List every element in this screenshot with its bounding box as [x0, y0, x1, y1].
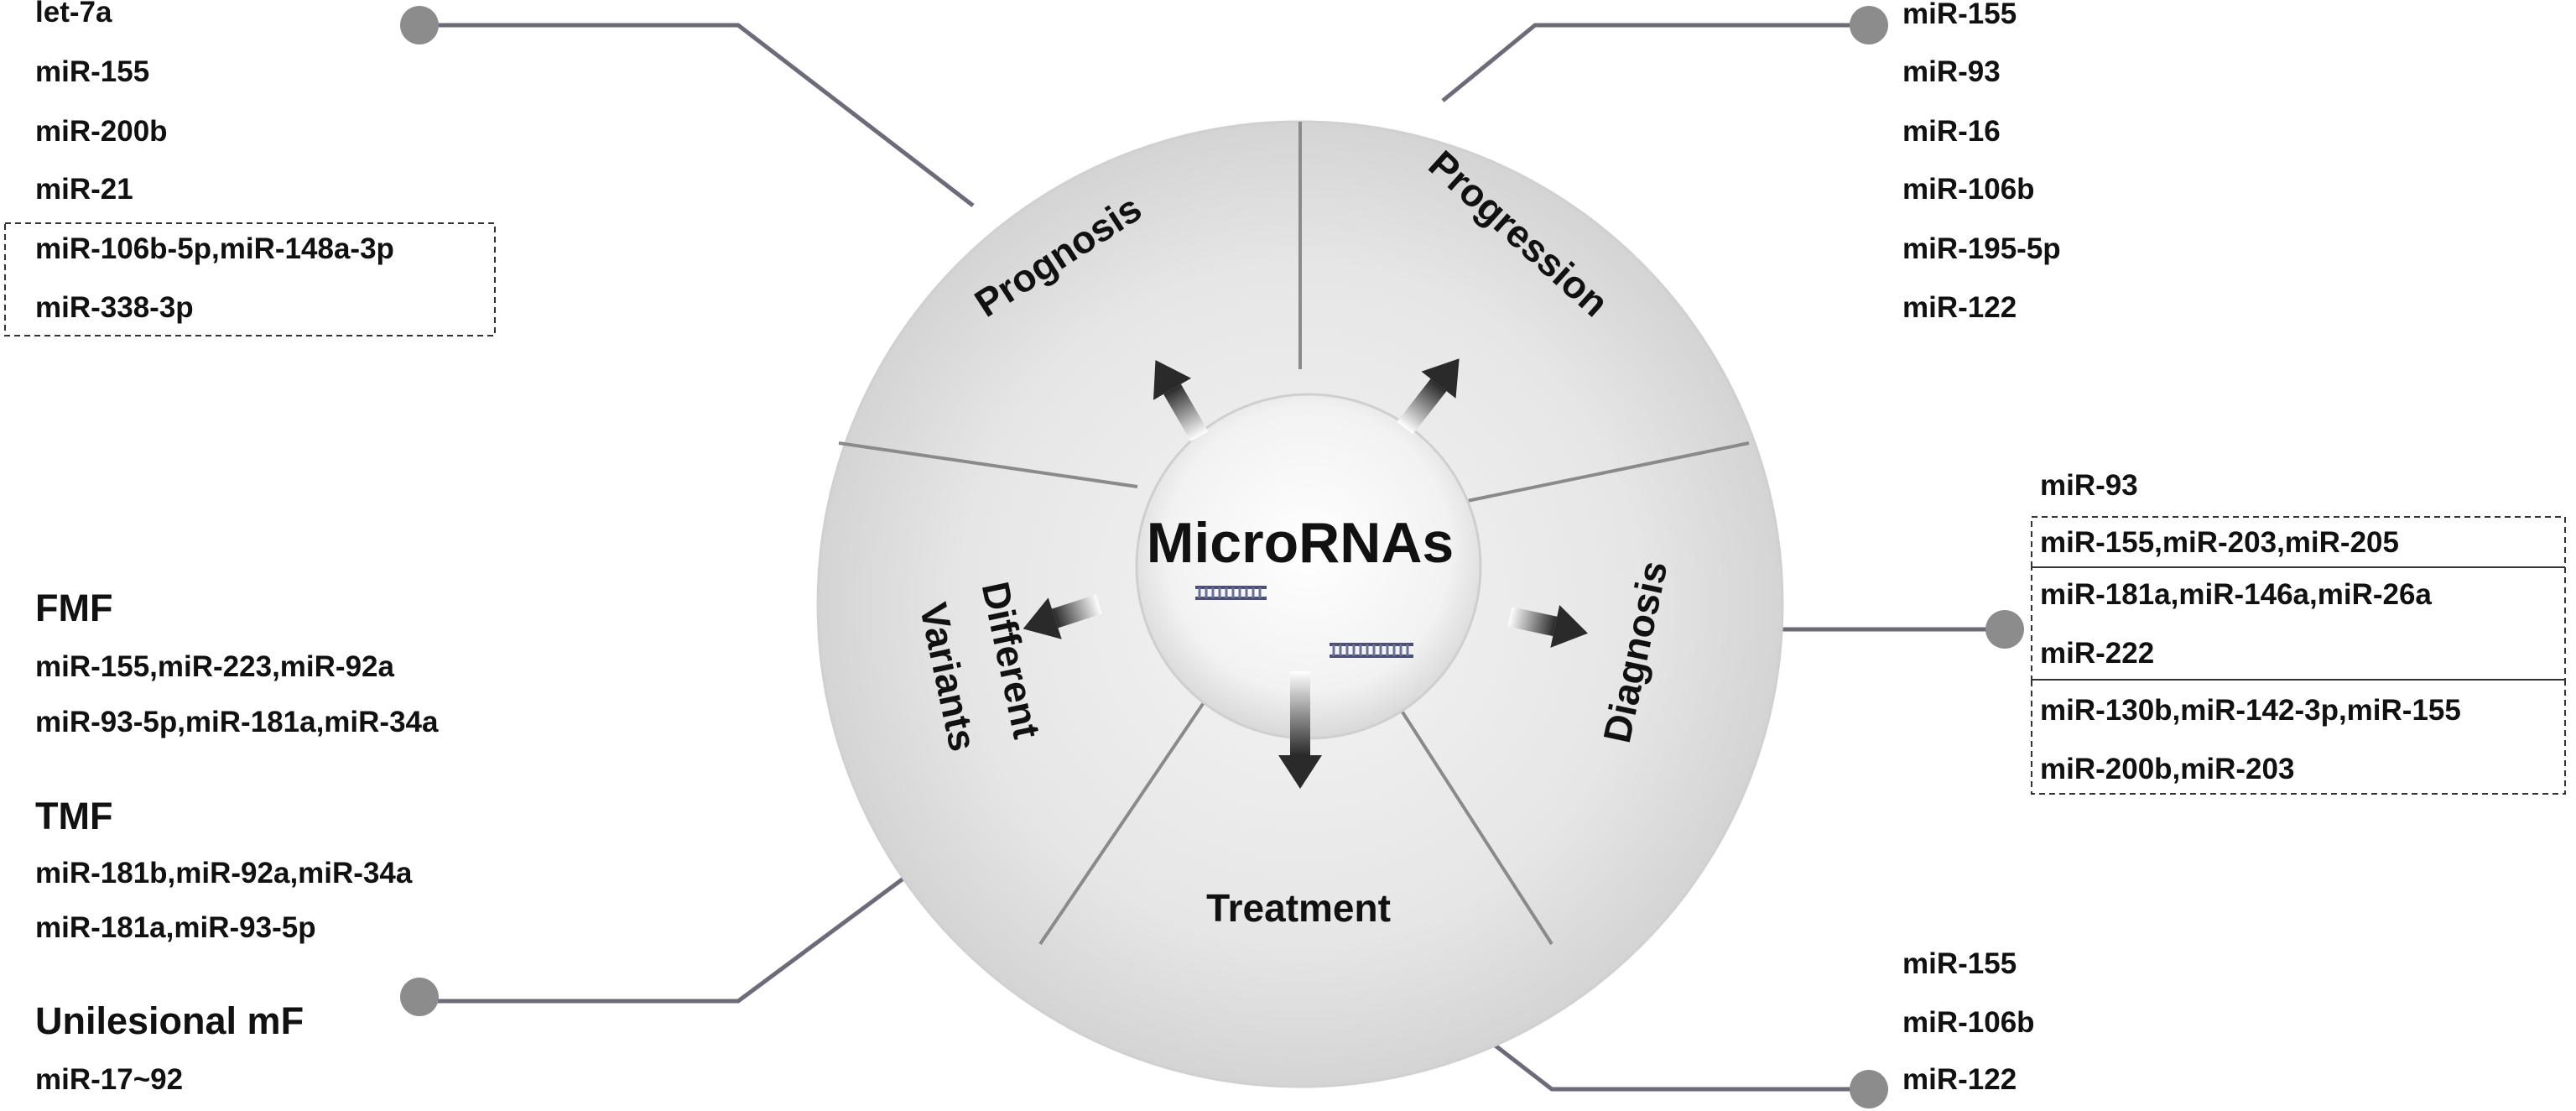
list-item: miR-155,miR-223,miR-92a	[35, 650, 394, 683]
arrow-to-progression	[1397, 358, 1460, 435]
list-item: miR-106b	[1902, 173, 2035, 206]
list-item: miR-181a,miR-93-5p	[35, 911, 316, 944]
prognosis-dot	[400, 6, 439, 44]
rna-icon-2	[1330, 643, 1413, 658]
list-item: miR-155	[35, 55, 149, 88]
wheel	[816, 120, 1784, 1088]
arrow-to-diagnosis	[1507, 605, 1588, 648]
list-item: miR-122	[1902, 1063, 2017, 1096]
list-item: miR-93	[2040, 469, 2138, 502]
list-item: miR-181a,miR-146a,miR-26a	[2040, 578, 2432, 611]
list-item: miR-93	[1902, 55, 2001, 88]
fmf-title: FMF	[35, 587, 112, 629]
prognosis-connector	[424, 23, 975, 207]
list-item: miR-200b,miR-203	[2040, 753, 2294, 785]
center-title: MicroRNAs	[1147, 511, 1455, 575]
list-item: miR-17~92	[35, 1063, 183, 1096]
list-item: miR-155	[1902, 0, 2017, 30]
tmf-title: TMF	[35, 795, 112, 837]
list-item: miR-130b,miR-142-3p,miR-155	[2040, 694, 2461, 727]
list-item: miR-155	[1902, 947, 2017, 980]
variants-list: FMF miR-155,miR-223,miR-92a miR-93-5p,mi…	[35, 587, 439, 1096]
progression-list: miR-155 miR-93 miR-16 miR-106b miR-195-5…	[1902, 0, 2061, 324]
variants-connector	[424, 849, 941, 1004]
variants-dot	[400, 978, 439, 1016]
list-item: miR-200b	[35, 115, 168, 148]
unilesional-title: Unilesional mF	[35, 999, 304, 1042]
progression-dot	[1850, 6, 1888, 44]
list-item: miR-195-5p	[1902, 232, 2061, 265]
arrow-to-variants	[1023, 594, 1102, 639]
divider-bottom-right	[1391, 695, 1553, 946]
arrow-to-treatment	[1278, 671, 1322, 789]
list-item: miR-155,miR-203,miR-205	[2040, 526, 2399, 559]
prognosis-dashed-box	[4, 222, 496, 336]
list-item: miR-338-3p	[35, 291, 194, 324]
diagnosis-dashed-box-2	[2031, 566, 2566, 681]
list-item: miR-106b	[1902, 1006, 2035, 1039]
treatment-dot	[1850, 1070, 1888, 1108]
treatment-list: miR-155 miR-106b miR-122	[1902, 947, 2035, 1096]
diagnosis-dot	[1985, 610, 2024, 649]
arrows	[1023, 358, 1588, 789]
list-item: miR-93-5p,miR-181a,miR-34a	[35, 706, 439, 738]
divider-left	[838, 441, 1138, 488]
list-item: miR-181b,miR-92a,miR-34a	[35, 857, 413, 889]
arrow-to-prognosis	[1153, 360, 1209, 441]
list-item: miR-222	[2040, 637, 2154, 670]
diagnosis-dashed-box-3	[2031, 679, 2566, 795]
segment-label-treatment: Treatment	[1206, 886, 1391, 930]
list-item: miR-16	[1902, 115, 2001, 148]
list-item: let-7a	[35, 0, 112, 29]
list-item: miR-21	[35, 173, 133, 206]
rna-icon-1	[1195, 586, 1267, 600]
list-item: miR-106b-5p,miR-148a-3p	[35, 232, 394, 265]
diagnosis-list: miR-93 miR-155,miR-203,miR-205 miR-181a,…	[2031, 469, 2566, 795]
prognosis-list: let-7a miR-155 miR-200b miR-21 miR-106b-…	[4, 0, 496, 336]
divider-right	[1462, 441, 1750, 503]
list-item: miR-122	[1902, 291, 2017, 324]
progression-connector	[1441, 23, 1866, 102]
connector-dots	[400, 6, 2024, 1108]
divider-bottom-left	[1038, 695, 1210, 946]
